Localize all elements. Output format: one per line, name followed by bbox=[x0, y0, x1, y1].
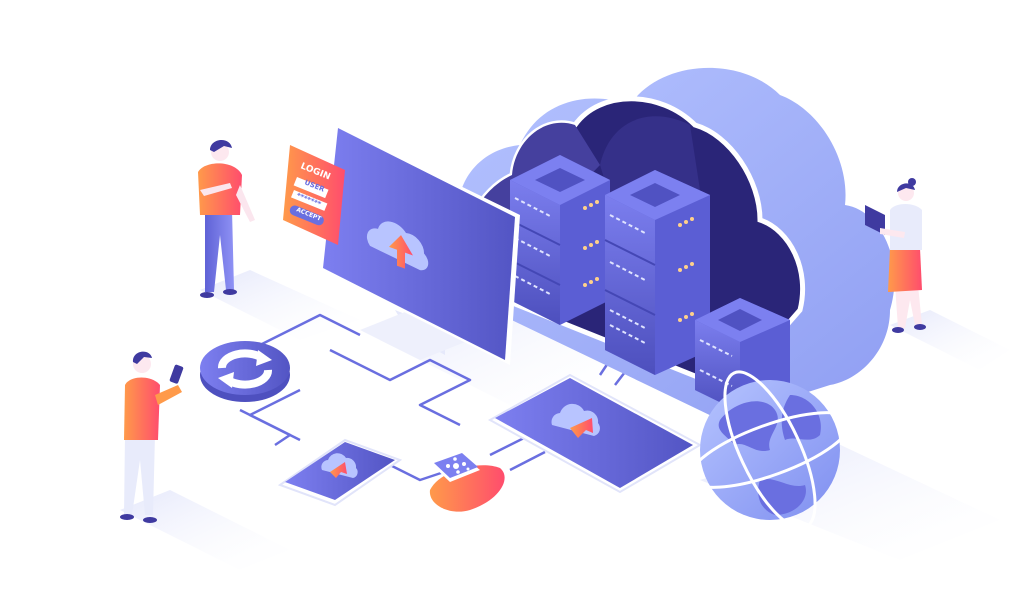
cloud-upload-icon bbox=[321, 453, 358, 478]
smartphone-in-hand bbox=[169, 364, 184, 384]
app-dots-icon bbox=[446, 457, 470, 474]
person-woman-with-tablet bbox=[865, 178, 926, 333]
cloud-upload-icon bbox=[551, 403, 600, 438]
tablet-device bbox=[487, 373, 703, 494]
cloud-upload-icon bbox=[366, 221, 429, 271]
person-man-top-left bbox=[198, 139, 255, 298]
desktop-monitor bbox=[320, 125, 520, 365]
sync-disk bbox=[200, 341, 290, 402]
server-rack-1 bbox=[509, 155, 610, 325]
server-rack-2 bbox=[604, 170, 710, 375]
sync-arrows-icon bbox=[218, 349, 272, 389]
smartphone bbox=[277, 438, 403, 507]
smartwatch bbox=[429, 453, 505, 512]
globe-icon bbox=[688, 370, 852, 530]
tablet-in-hand bbox=[865, 205, 885, 235]
person-man-with-phone bbox=[120, 351, 184, 523]
login-card: LOGIN USER ******* ACCEPT bbox=[283, 145, 345, 245]
server-cloud bbox=[458, 67, 895, 421]
